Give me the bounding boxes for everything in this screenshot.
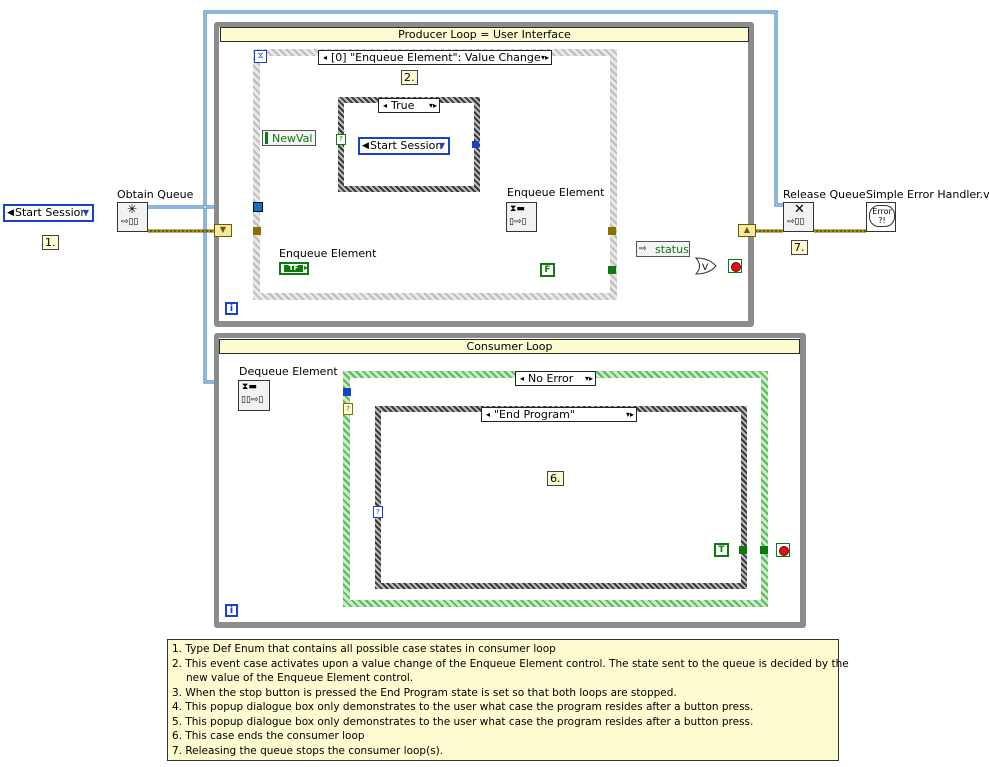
producer-shift-register-left: ▼ [214,224,232,237]
no-error-bool-tunnel [760,546,768,554]
end-program-case-label: "End Program" [494,408,575,421]
enqueue-node-label: Enqueue Element [507,186,605,199]
no-error-case-label: No Error [528,372,574,385]
event-tunnel-error-out [608,227,616,235]
obtain-queue-node[interactable]: ✳ ⇨▯▯ [117,202,148,232]
svg-text:V: V [702,263,709,273]
true-constant[interactable]: T [714,543,729,557]
producer-iteration-terminal: i [225,302,238,315]
note-item: 4. This popup dialogue box only demonstr… [172,701,754,713]
consumer-loop-title: Consumer Loop [219,339,800,354]
end-program-left-arrow-icon[interactable]: ◂ [485,410,490,419]
no-error-right-arrow-icon[interactable]: ▾▸ [584,374,594,383]
dequeue-icon: ⧗▬ [242,382,257,392]
obtain-queue-icon: ✳ [127,202,138,216]
true-case-selector[interactable]: ◂ True ▾▸ [378,98,440,113]
end-program-case-structure[interactable] [375,406,747,589]
end-program-selector-terminal: ? [373,506,383,518]
event-tunnel-queue [253,202,263,212]
status-label: status [655,243,689,256]
end-program-bool-tunnel [739,546,747,554]
consumer-stop-terminal[interactable] [776,543,790,557]
event-decrement-arrow-icon[interactable]: ◂ [322,53,327,62]
start-session-enum-constant[interactable]: ◀ Start Session ▼ [358,137,450,155]
note-2-label: 2. [401,70,418,85]
enqueue-control-label: Enqueue Element [279,247,377,260]
producer-shift-register-right: ▲ [738,224,756,237]
or-gate-icon: V [695,257,717,275]
enqueue-element-node[interactable]: ⧗▬ ▯⇨▯ [506,202,537,232]
producer-loop-title: Producer Loop = User Interface [220,27,749,42]
simple-error-handler-node[interactable]: Error ?! [866,202,896,232]
event-case-selector[interactable]: ◂ [0] "Enqueue Element": Value Change ▾▸ [318,50,552,65]
release-queue-node[interactable]: ✕ ⇨▯▯ [783,202,814,232]
note-item: 7. Releasing the queue stops the consume… [172,744,444,757]
start-session-enum-text: Start Session [370,139,443,152]
enqueue-bool-control-terminal[interactable]: TF ▸ [279,262,309,275]
event-tunnel-bool-out [608,266,616,274]
producer-stop-terminal[interactable] [728,259,742,273]
obtain-queue-label: Obtain Queue [117,188,194,201]
note-item: 6. This case ends the consumer loop [172,730,365,742]
error-handler-icon: Error ?! [869,205,895,227]
no-error-left-arrow-icon[interactable]: ◂ [519,374,524,383]
release-queue-icon: ✕ [794,202,805,217]
note-1-label: 1. [42,235,59,250]
start-session-enum-control[interactable]: ◀ Start Session ▼ [3,204,94,222]
error-handler-label: Simple Error Handler.vi [866,188,989,201]
dequeue-element-node[interactable]: ⧗▬ ▯▯⇨▯ [238,380,270,411]
note-item: 1. Type Def Enum that contains all possi… [172,643,556,655]
true-case-right-arrow-icon[interactable]: ▾▸ [428,101,438,110]
start-session-enum-control-text: Start Session [15,206,88,219]
consumer-iteration-terminal: i [225,604,238,617]
true-case-label: True [391,99,415,112]
note-7-label: 7. [791,240,808,255]
newval-event-data-node: NewVal [262,130,316,146]
note-6-label: 6. [547,471,564,486]
event-tunnel-error-in [253,227,261,235]
event-timeout-icon: ⧖ [254,50,267,63]
dequeue-label: Dequeue Element [239,365,338,378]
true-case-left-arrow-icon[interactable]: ◂ [382,101,387,110]
no-error-case-selector[interactable]: ◂ No Error ▾▸ [515,371,596,386]
notes-panel: 1. Type Def Enum that contains all possi… [167,639,849,761]
status-unbundle-node: ⇨ status [636,241,690,257]
end-program-case-selector[interactable]: ◂ "End Program" ▾▸ [481,407,637,422]
end-program-right-arrow-icon[interactable]: ▾▸ [625,410,635,419]
note-item: new value of the Enqueue Element control… [186,672,414,684]
enqueue-icon: ⧗▬ [510,204,525,214]
note-item: 2. This event case activates upon a valu… [172,657,849,670]
no-error-selector-terminal: ? [343,403,353,415]
no-error-enum-tunnel [343,388,351,396]
note-item: 3. When the stop button is pressed the E… [172,686,677,699]
false-constant[interactable]: F [540,263,555,277]
case-selector-terminal: ? [336,134,346,145]
release-queue-label: Release Queue [783,188,866,201]
event-case-label: [0] "Enqueue Element": Value Change [331,51,541,64]
note-item: 5. This popup dialogue box only demonstr… [172,715,754,728]
newval-label: NewVal [272,132,313,145]
enum-tunnel [472,141,479,148]
event-increment-arrow-icon[interactable]: ▾▸ [540,53,550,62]
